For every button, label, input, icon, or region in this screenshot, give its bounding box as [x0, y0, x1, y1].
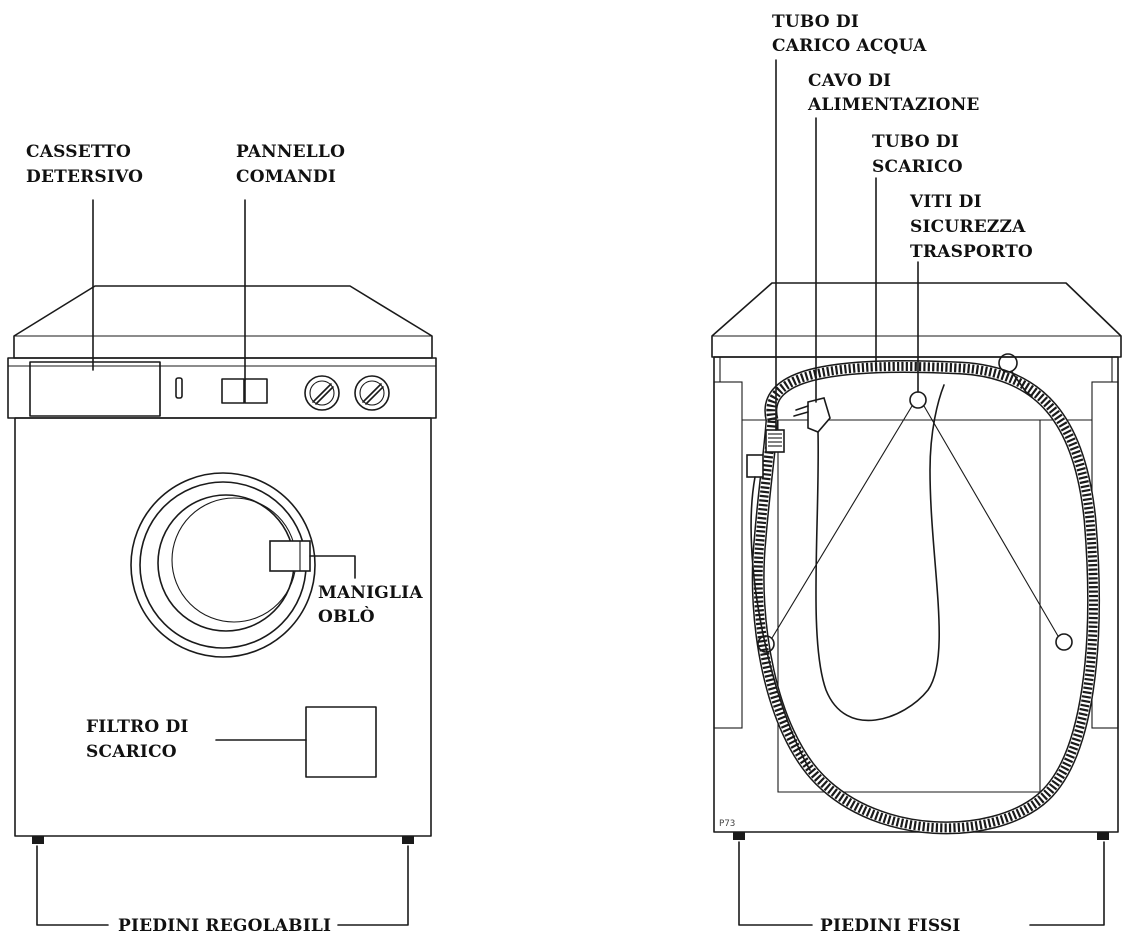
front-foot-left — [32, 836, 44, 844]
label-door-handle: MANIGLIA OBLÒ — [318, 583, 429, 627]
transport-screw-top — [909, 391, 927, 409]
power-plug — [793, 397, 831, 433]
front-foot-right — [402, 836, 414, 844]
front-top-lid — [13, 285, 433, 359]
front-view: CASSETTO DETERSIVO PANNELLO COMANDI MANI… — [7, 142, 437, 936]
label-adjustable-feet: PIEDINI REGOLABILI — [118, 916, 331, 936]
knob-1 — [304, 375, 340, 411]
power-cable — [815, 384, 945, 722]
drain-filter-cover — [305, 706, 377, 778]
indicator-light — [175, 377, 183, 399]
front-body — [14, 417, 432, 837]
back-foot-left — [733, 832, 745, 840]
detergent-drawer — [29, 361, 161, 417]
back-rail-left — [713, 381, 743, 729]
label-control-panel: PANNELLO COMANDI — [236, 142, 351, 187]
transport-screw-right — [1055, 633, 1073, 651]
water-inlet-fitting — [746, 429, 785, 478]
knob-2 — [354, 375, 390, 411]
label-detergent-drawer: CASSETTO DETERSIVO — [26, 142, 143, 187]
label-water-inlet-hose: TUBO DI CARICO ACQUA — [772, 12, 927, 56]
drain-outlet — [998, 353, 1018, 373]
label-drain-hose: TUBO DI SCARICO — [872, 132, 965, 177]
front-control-strip — [7, 357, 437, 419]
push-button-2 — [244, 378, 268, 404]
back-top-lid — [711, 282, 1122, 358]
back-view: P73 TUBO DI CARICO ACQUA CAVO DI ALIMENT… — [711, 12, 1122, 936]
water-inlet-hose — [750, 476, 811, 771]
label-transport-screws: VITI DI SICUREZZA TRASPORTO — [909, 192, 1033, 262]
label-fixed-feet: PIEDINI FISSI — [820, 916, 961, 936]
label-drain-filter: FILTRO DI SCARICO — [86, 717, 195, 762]
door-handle — [269, 540, 311, 572]
drain-hose — [751, 359, 1100, 835]
push-button-1 — [221, 378, 245, 404]
transport-screw-left — [757, 635, 775, 653]
back-foot-right — [1097, 832, 1109, 840]
label-power-cable: CAVO DI ALIMENTAZIONE — [807, 71, 980, 115]
plate-code: P73 — [719, 819, 735, 829]
